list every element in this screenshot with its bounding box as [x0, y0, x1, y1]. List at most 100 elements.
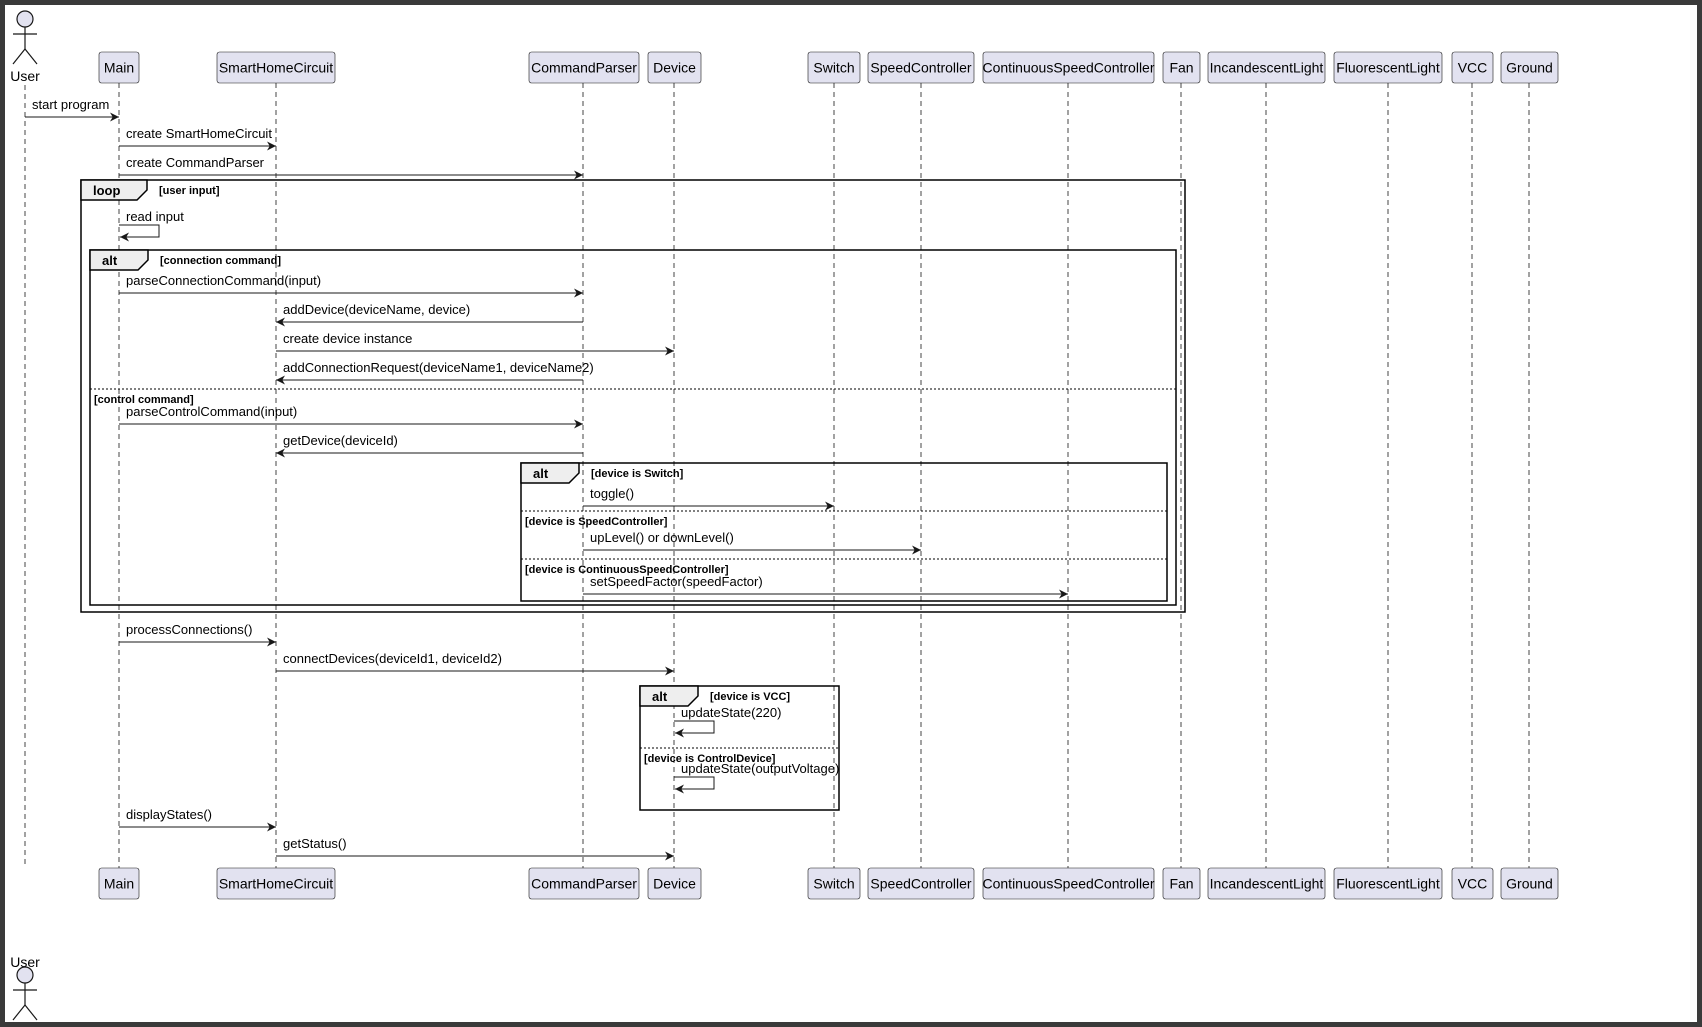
- message-18: displayStates(): [119, 807, 276, 832]
- actor-left-leg-icon: [12, 48, 26, 65]
- participant-label-bottom-main: Main: [104, 876, 134, 892]
- message-label: updateState(220): [681, 705, 781, 720]
- lifelines-layer: [24, 83, 1530, 868]
- message-8: addConnectionRequest(deviceName1, device…: [276, 360, 594, 385]
- participant-label-top-cspeed: ContinuousSpeedController: [983, 60, 1155, 76]
- message-13: setSpeedFactor(speedFactor): [583, 574, 1068, 599]
- participant-label-bottom-shc: SmartHomeCircuit: [219, 876, 333, 892]
- fragment-tab: [80, 179, 148, 201]
- participant-label-bottom-switch: Switch: [813, 876, 854, 892]
- self-message-arrow: [674, 720, 715, 738]
- participant-box-top-fluor: [1333, 51, 1443, 84]
- fragment-frame: [520, 462, 1168, 602]
- actor-left-leg-icon: [12, 1004, 26, 1021]
- message-label: read input: [126, 209, 184, 224]
- fragment-tab: [639, 685, 699, 707]
- fragment-else-guard: [device is ControlDevice]: [644, 753, 776, 765]
- participant-label-bottom-user: User: [10, 954, 40, 970]
- message-5: parseConnectionCommand(input): [119, 273, 583, 298]
- actor-figure-bottom: [12, 966, 38, 1021]
- participant-box-bottom-device: [647, 867, 702, 900]
- participant-box-bottom-ground: [1500, 867, 1559, 900]
- message-label: upLevel() or downLevel(): [590, 530, 734, 545]
- fragment-kind-label: loop: [93, 183, 120, 198]
- fragment-frame: [80, 179, 1186, 613]
- participant-label-top-fan: Fan: [1169, 60, 1193, 76]
- participant-label-top-incand: IncandescentLight: [1210, 60, 1324, 76]
- participant-box-bottom-switch: [807, 867, 861, 900]
- participant-box-top-incand: [1207, 51, 1326, 84]
- message-16: updateState(220): [674, 705, 781, 738]
- participant-box-top-speed: [867, 51, 975, 84]
- participant-box-bottom-fan: [1162, 867, 1201, 900]
- participant-box-top-cspeed: [982, 51, 1155, 84]
- participant-box-top-ground: [1500, 51, 1559, 84]
- actor-figure-top: [12, 10, 38, 65]
- fragment-else-guard: [device is SpeedController]: [525, 516, 668, 528]
- participant-label-bottom-cspeed: ContinuousSpeedController: [983, 876, 1155, 892]
- participant-box-bottom-incand: [1207, 867, 1326, 900]
- message-19: getStatus(): [276, 836, 674, 861]
- fragment-alt_command: alt[connection command][control command]: [89, 249, 1177, 606]
- actor-right-leg-icon: [24, 48, 38, 65]
- fragment-alt_state: alt[device is VCC][device is ControlDevi…: [639, 685, 840, 811]
- message-2: create SmartHomeCircuit: [119, 126, 276, 151]
- participant-label-top-vcc: VCC: [1458, 60, 1488, 76]
- fragment-alt_device: alt[device is Switch][device is SpeedCon…: [520, 462, 1168, 602]
- participant-box-top-switch: [807, 51, 861, 84]
- fragment-tab: [89, 249, 149, 271]
- message-1: start program: [25, 97, 119, 122]
- participant-label-bottom-ground: Ground: [1506, 876, 1553, 892]
- sequence-diagram-sheet: loop [user input] alt [connection command] […: [5, 5, 1697, 1022]
- participant-box-bottom-parser: [528, 867, 640, 900]
- message-10: getDevice(deviceId): [276, 433, 583, 458]
- message-12: upLevel() or downLevel(): [583, 530, 921, 555]
- fragment-guard: [connection command]: [160, 255, 281, 267]
- participant-label-bottom-speed: SpeedController: [870, 876, 972, 892]
- self-message-arrow: [119, 224, 160, 242]
- participant-box-bottom-fluor: [1333, 867, 1443, 900]
- participant-label-top-ground: Ground: [1506, 60, 1553, 76]
- participant-box-top-fan: [1162, 51, 1201, 84]
- message-7: create device instance: [276, 331, 674, 356]
- fragment-tab: [520, 462, 580, 484]
- sequence-diagram: loop [user input] alt [connection command] […: [10, 10, 1559, 1021]
- participant-label-bottom-vcc: VCC: [1458, 876, 1488, 892]
- message-6: addDevice(deviceName, device): [276, 302, 583, 327]
- participant-label-bottom-fluor: FluorescentLight: [1336, 876, 1440, 892]
- fragment-kind-label: alt: [533, 466, 549, 481]
- fragment-loop: loop [user input]: [80, 179, 1186, 613]
- participant-label-top-user: User: [10, 68, 40, 84]
- message-label: updateState(outputVoltage): [681, 761, 839, 776]
- message-label: getStatus(): [283, 836, 347, 851]
- message-9: parseControlCommand(input): [119, 404, 583, 429]
- participant-box-top-shc: [216, 51, 336, 84]
- actor-right-leg-icon: [24, 1004, 38, 1021]
- message-14: processConnections(): [119, 622, 276, 647]
- message-17: updateState(outputVoltage): [674, 761, 839, 794]
- participant-box-top-parser: [528, 51, 640, 84]
- message-label: processConnections(): [126, 622, 252, 637]
- participant-label-top-fluor: FluorescentLight: [1336, 60, 1440, 76]
- message-label: displayStates(): [126, 807, 212, 822]
- message-11: toggle(): [583, 486, 834, 511]
- participant-label-bottom-device: Device: [653, 876, 696, 892]
- message-label: toggle(): [590, 486, 634, 501]
- message-label: parseConnectionCommand(input): [126, 273, 321, 288]
- fragment-guard: [user input]: [159, 185, 220, 197]
- participant-heads-layer: UserUserMainMainSmartHomeCircuitSmartHom…: [10, 10, 1559, 1021]
- fragment-else-guard: [device is ContinuousSpeedController]: [525, 564, 729, 576]
- fragments-layer: loop [user input] alt [connection command] […: [80, 179, 1186, 811]
- message-label: getDevice(deviceId): [283, 433, 398, 448]
- participant-box-bottom-speed: [867, 867, 975, 900]
- participant-label-bottom-incand: IncandescentLight: [1210, 876, 1324, 892]
- participant-box-bottom-shc: [216, 867, 336, 900]
- participant-label-top-parser: CommandParser: [531, 60, 637, 76]
- fragment-guard: [device is VCC]: [710, 691, 790, 703]
- message-3: create CommandParser: [119, 155, 583, 180]
- message-label: setSpeedFactor(speedFactor): [590, 574, 763, 589]
- participant-label-top-shc: SmartHomeCircuit: [219, 60, 333, 76]
- message-label: create device instance: [283, 331, 412, 346]
